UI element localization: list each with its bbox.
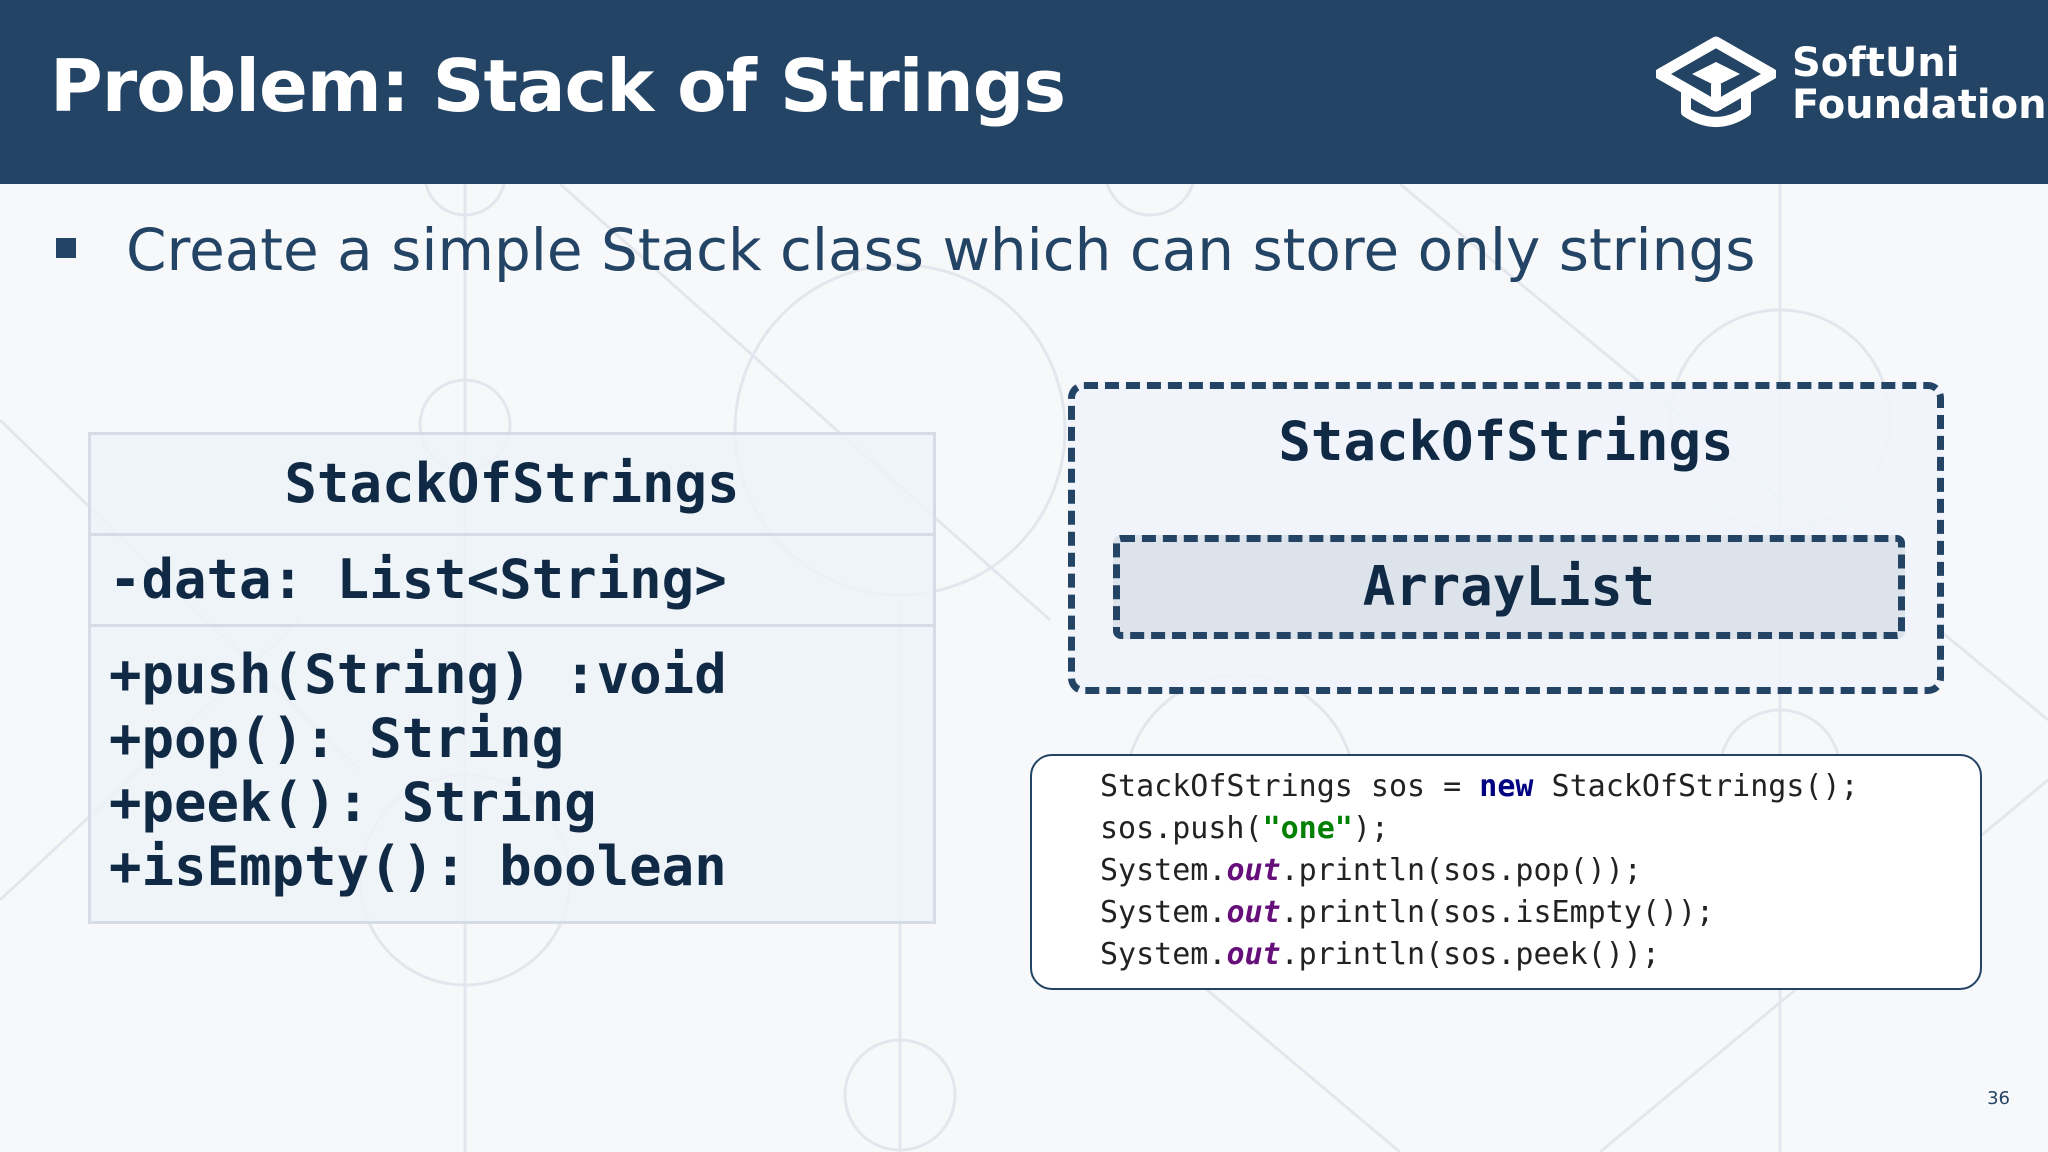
code-text: .println(sos.isEmpty());: [1280, 895, 1715, 930]
slide-title: Problem: Stack of Strings: [50, 44, 1066, 128]
softuni-logo: SoftUni Foundation: [1656, 36, 2047, 136]
composition-outer-label: StackOfStrings: [1278, 410, 1734, 473]
logo-text: SoftUni Foundation: [1792, 42, 2047, 126]
logo-line-2: Foundation: [1792, 82, 2047, 128]
uml-field: -data: List<String>: [91, 536, 933, 627]
uml-method-pop: +pop(): String: [109, 707, 565, 770]
bullet-square-icon: [56, 238, 76, 258]
uml-class-diagram: StackOfStrings -data: List<String> +push…: [88, 432, 936, 924]
code-line: System.out.println(sos.pop());: [1100, 850, 1859, 892]
bullet-text: Create a simple Stack class which can st…: [126, 216, 1756, 284]
code-block: StackOfStrings sos = new StackOfStrings(…: [1100, 766, 1859, 976]
page-number: 36: [1987, 1088, 2010, 1109]
logo-line-1: SoftUni: [1792, 40, 1960, 86]
code-text: System.: [1100, 937, 1227, 972]
code-text: .println(sos.peek());: [1280, 937, 1660, 972]
title-bar: Problem: Stack of Strings SoftUni Founda…: [0, 0, 2048, 184]
composition-inner-label: ArrayList: [1362, 555, 1656, 618]
code-text: .println(sos.pop());: [1280, 853, 1642, 888]
code-text: StackOfStrings sos =: [1100, 769, 1480, 804]
code-text: System.: [1100, 853, 1227, 888]
code-static-field: out: [1226, 895, 1281, 930]
composition-outer-box: StackOfStrings ArrayList: [1068, 382, 1944, 694]
code-text: System.: [1100, 895, 1227, 930]
code-static-field: out: [1226, 853, 1281, 888]
composition-inner-box: ArrayList: [1113, 535, 1905, 639]
uml-class-name: StackOfStrings: [91, 435, 933, 536]
code-line: StackOfStrings sos = new StackOfStrings(…: [1100, 766, 1859, 808]
code-text: );: [1352, 811, 1389, 846]
code-line: System.out.println(sos.isEmpty());: [1100, 892, 1859, 934]
code-keyword: new: [1479, 769, 1534, 804]
code-line: System.out.println(sos.peek());: [1100, 934, 1859, 976]
code-line: sos.push("one");: [1100, 808, 1859, 850]
code-text: sos.push(: [1100, 811, 1263, 846]
uml-method-isempty: +isEmpty(): boolean: [109, 835, 727, 898]
code-string: "one": [1262, 811, 1353, 846]
code-example: StackOfStrings sos = new StackOfStrings(…: [1030, 754, 1982, 990]
code-static-field: out: [1226, 937, 1281, 972]
graduation-cap-icon: [1656, 36, 1776, 127]
uml-method-peek: +peek(): String: [109, 771, 597, 834]
code-text: StackOfStrings();: [1533, 769, 1859, 804]
uml-method-push: +push(String) :void: [109, 643, 727, 706]
uml-methods: +push(String) :void +pop(): String +peek…: [91, 627, 933, 899]
